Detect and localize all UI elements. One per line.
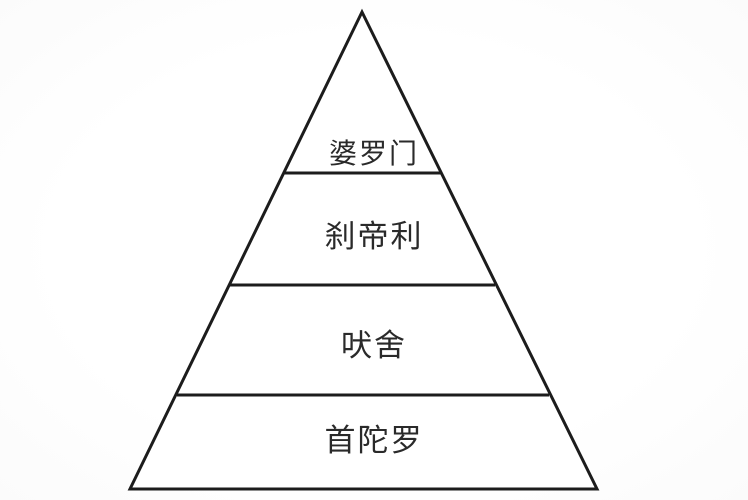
pyramid-level-label-shudra: 首陀罗: [324, 423, 424, 458]
pyramid-level-label-brahmin: 婆罗门: [328, 138, 419, 169]
pyramid-outline: [127, 8, 600, 491]
pyramid-level-label-vaishya: 吠舍: [341, 328, 407, 363]
pyramid-level-label-kshatriya: 刹帝利: [324, 219, 424, 254]
